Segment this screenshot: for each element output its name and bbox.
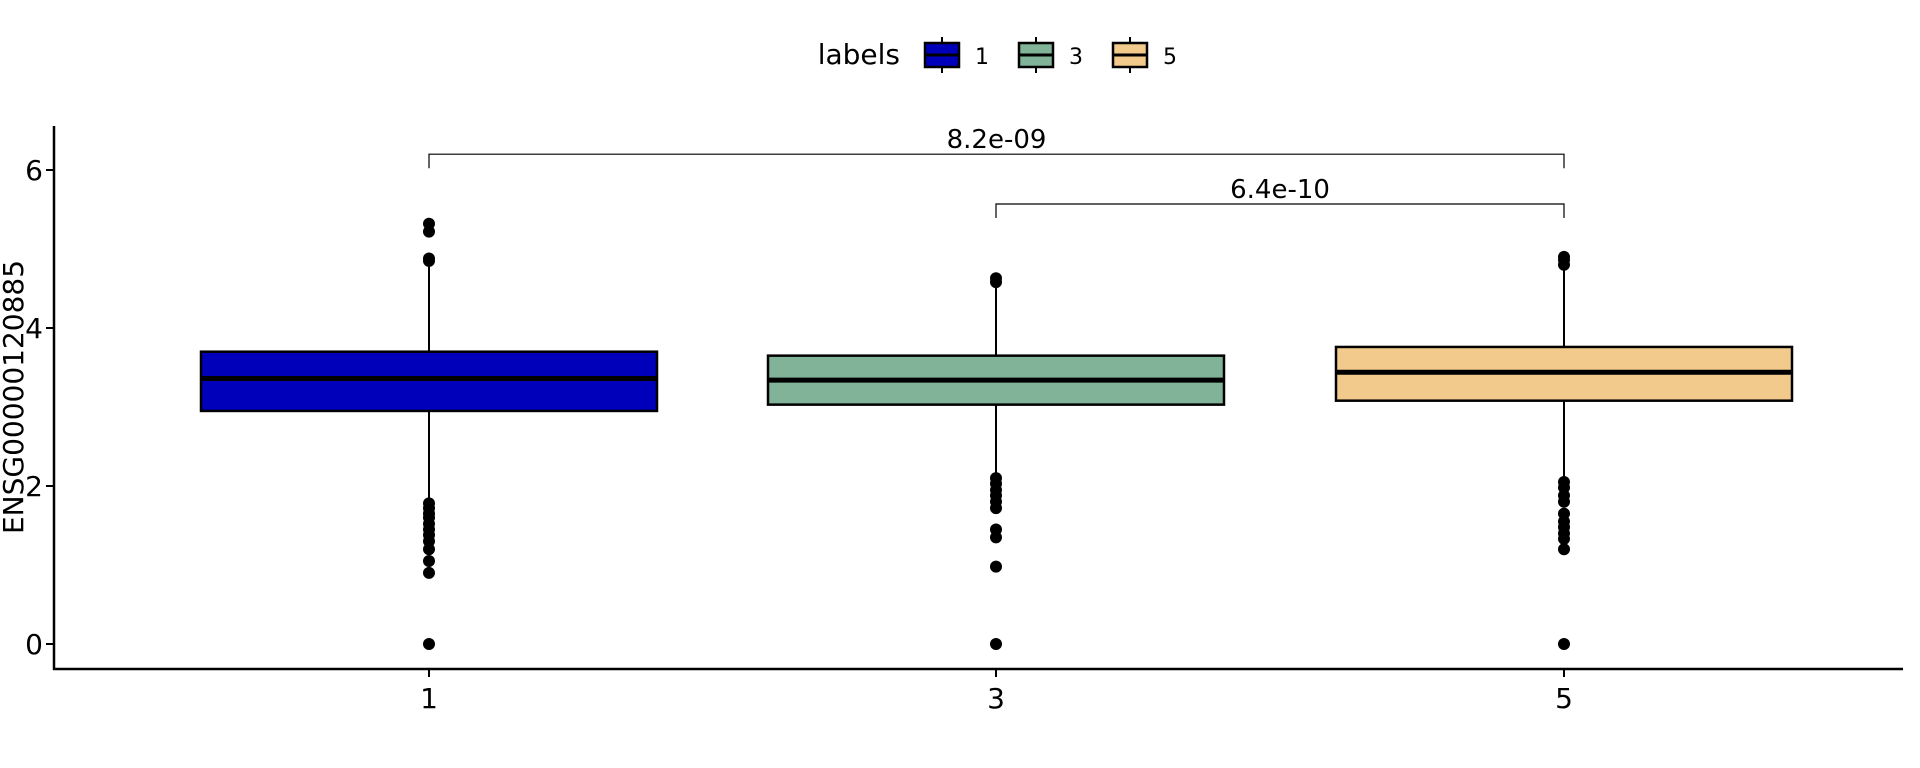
legend-entry-label: 5 [1163, 45, 1177, 70]
outlier-point [423, 225, 435, 238]
outlier-point [1558, 543, 1570, 556]
outlier-point [990, 276, 1002, 289]
outlier-point [990, 638, 1002, 650]
legend-entry-label: 1 [975, 45, 989, 70]
legend: labels 1 3 5 [818, 37, 1177, 73]
outlier-point [1558, 638, 1570, 650]
outlier-point [1558, 532, 1570, 545]
outlier-point [423, 543, 435, 556]
significance-bracket [428, 153, 1565, 169]
p-value-label: 6.4e-10 [1230, 175, 1330, 205]
y-axis-label: ENSG00000120885 [0, 260, 30, 534]
outlier-point [990, 531, 1002, 544]
y-tick-label: 0 [25, 628, 43, 661]
x-tick-label: 1 [420, 682, 438, 715]
outlier-point [423, 566, 435, 579]
outlier-point [1558, 495, 1570, 508]
outlier-point [423, 254, 435, 267]
y-tick-label: 4 [25, 312, 43, 345]
outlier-point [990, 502, 1002, 515]
x-tick-label: 5 [1555, 682, 1573, 715]
outlier-point [990, 560, 1002, 573]
legend-entry-label: 3 [1069, 45, 1083, 70]
outlier-point [423, 638, 435, 650]
p-value-label: 8.2e-09 [947, 125, 1047, 155]
y-tick-label: 6 [25, 154, 43, 187]
outlier-point [423, 555, 435, 568]
legend-title: labels [818, 38, 900, 71]
box-1 [199, 350, 659, 413]
outlier-point [1558, 258, 1570, 271]
x-tick-label: 3 [987, 682, 1005, 715]
y-tick-label: 2 [25, 470, 43, 503]
significance-bracket [995, 203, 1565, 218]
